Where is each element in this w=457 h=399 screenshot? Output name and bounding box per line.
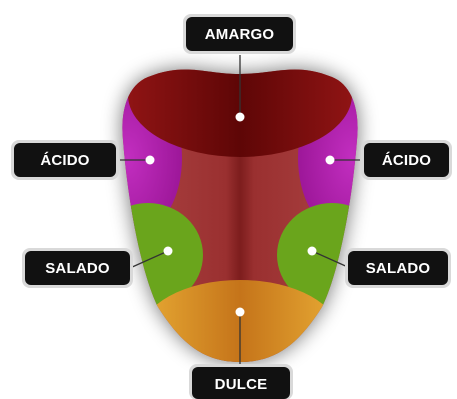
label-salty-left-text: SALADO	[45, 260, 110, 277]
marker-salty-right	[308, 247, 317, 256]
label-sour-right: ÁCIDO	[361, 140, 452, 180]
label-sweet-text: DULCE	[215, 376, 268, 393]
marker-sour-right	[326, 156, 335, 165]
label-sweet: DULCE	[189, 364, 293, 399]
marker-sour-left	[146, 156, 155, 165]
marker-sweet	[236, 308, 245, 317]
label-bitter-text: AMARGO	[205, 26, 275, 43]
label-sour-left: ÁCIDO	[11, 140, 119, 180]
label-salty-left: SALADO	[22, 248, 133, 288]
label-sour-right-text: ÁCIDO	[382, 152, 431, 169]
marker-bitter	[236, 113, 245, 122]
label-bitter: AMARGO	[183, 14, 296, 54]
label-sour-left-text: ÁCIDO	[40, 152, 89, 169]
marker-salty-left	[164, 247, 173, 256]
label-salty-right-text: SALADO	[366, 260, 431, 277]
label-salty-right: SALADO	[345, 248, 451, 288]
